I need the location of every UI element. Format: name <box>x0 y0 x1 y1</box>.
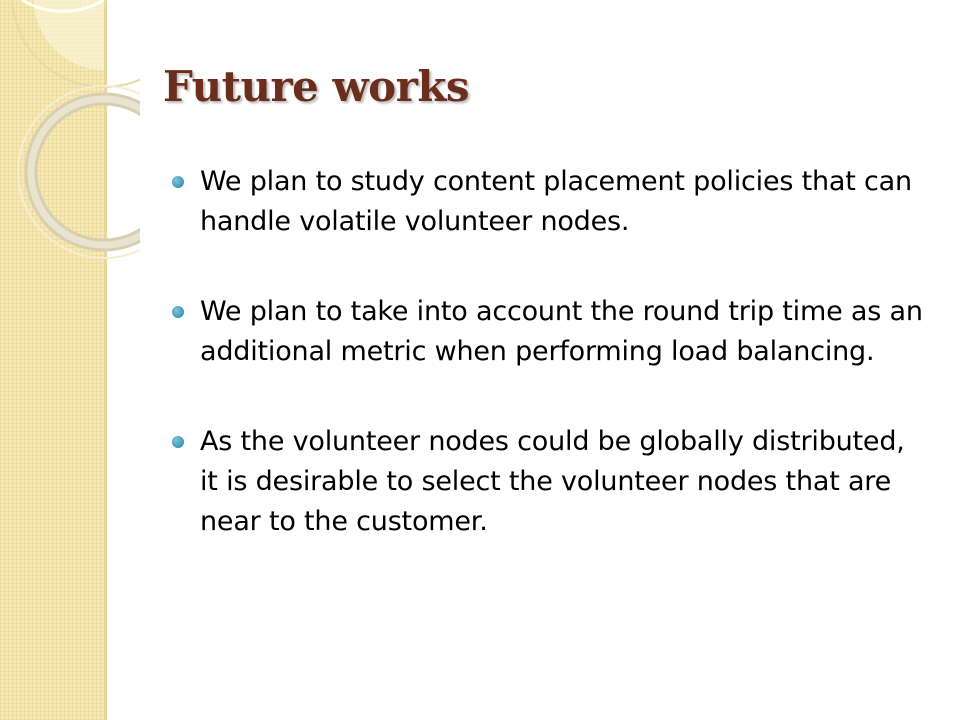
side-panel-edge <box>104 0 107 720</box>
bullet-dot-icon <box>172 436 184 448</box>
bullet-item: As the volunteer nodes could be globally… <box>170 422 930 542</box>
bullet-dot-icon <box>172 306 184 318</box>
bullet-text: We plan to study content placement polic… <box>200 166 912 237</box>
decorative-circles <box>11 0 140 259</box>
bullet-item: We plan to take into account the round t… <box>170 292 930 372</box>
bullet-list: We plan to study content placement polic… <box>170 162 930 592</box>
bullet-text: As the volunteer nodes could be globally… <box>200 426 905 537</box>
bullet-dot-icon <box>172 176 184 188</box>
bullet-text: We plan to take into account the round t… <box>200 296 923 367</box>
bullet-item: We plan to study content placement polic… <box>170 162 930 242</box>
slide-title: Future works <box>163 62 470 111</box>
